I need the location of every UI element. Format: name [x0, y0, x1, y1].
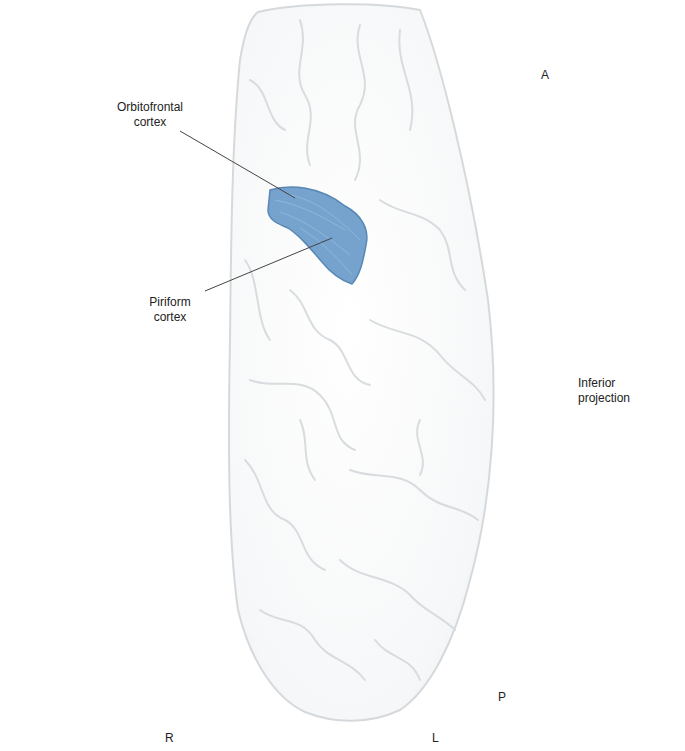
brain-outline — [229, 4, 494, 721]
direction-label: P — [498, 690, 518, 705]
leader-line — [205, 238, 332, 291]
structure-label: Piriform cortex — [140, 295, 200, 325]
orbitofrontal-piriform-region — [268, 187, 367, 284]
direction-label: A — [541, 68, 561, 83]
direction-label: R — [165, 731, 185, 746]
view-label: Inferior projection — [578, 376, 650, 406]
gyri — [245, 20, 485, 680]
fiber-texture — [275, 195, 360, 275]
leader-line — [180, 131, 295, 198]
direction-label: L — [432, 731, 452, 746]
structure-label: Orbitofrontal cortex — [105, 100, 195, 130]
